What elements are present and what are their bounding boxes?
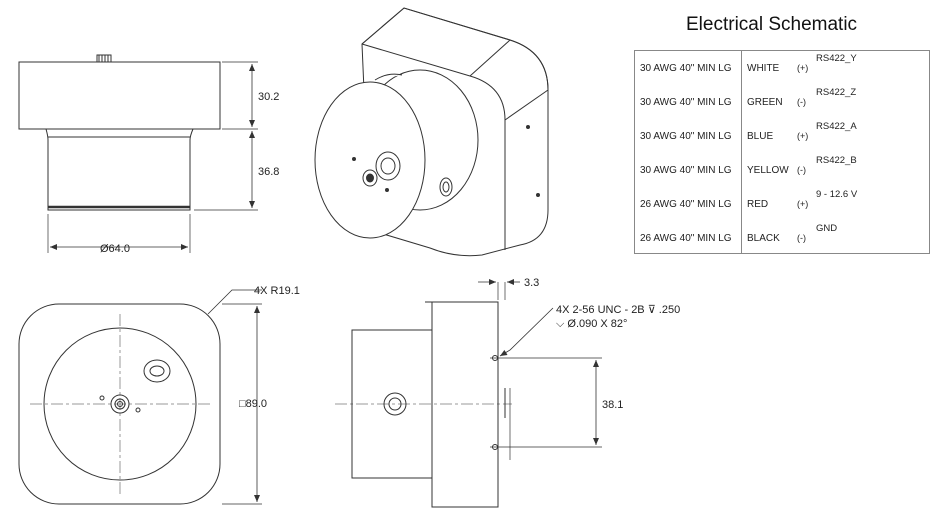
right-view: [335, 279, 602, 508]
side-view: [18, 54, 258, 253]
top-view: [18, 289, 262, 505]
dim-countersink-spec: ⌵ Ø.090 X 82°: [556, 318, 627, 330]
wire-polarity: (+): [797, 131, 809, 141]
wire-gauge: 30 AWG 40" MIN LG: [640, 63, 732, 74]
isometric-view: [314, 7, 549, 257]
wire-color: GREEN: [747, 97, 783, 108]
wire-polarity: (+): [797, 63, 809, 73]
wire-signal: RS422_Z: [816, 87, 857, 98]
schematic-row: 26 AWG 40" MIN LG BLACK (-) GND: [635, 221, 931, 255]
schematic-row: 30 AWG 40" MIN LG GREEN (-) RS422_Z: [635, 85, 931, 119]
dim-hole-spacing: 38.1: [602, 399, 623, 411]
wire-polarity: (-): [797, 233, 806, 243]
wire-signal: RS422_A: [816, 121, 857, 132]
schematic-row: 26 AWG 40" MIN LG RED (+) 9 - 12.6 V: [635, 187, 931, 221]
schematic-row: 30 AWG 40" MIN LG YELLOW (-) RS422_B: [635, 153, 931, 187]
wire-polarity: (+): [797, 199, 809, 209]
wire-gauge: 30 AWG 40" MIN LG: [640, 165, 732, 176]
wire-signal: GND: [816, 223, 838, 234]
dim-hole-spec: 4X 2-56 UNC - 2B ⊽ .250: [556, 304, 680, 316]
wire-color: WHITE: [747, 63, 780, 74]
wire-color: BLACK: [747, 233, 780, 244]
wire-color: RED: [747, 199, 769, 210]
dim-corner-radius: 4X R19.1: [254, 285, 300, 297]
wire-gauge: 26 AWG 40" MIN LG: [640, 233, 732, 244]
dim-offset: 3.3: [524, 277, 539, 289]
wire-polarity: (-): [797, 97, 806, 107]
wire-color: BLUE: [747, 131, 774, 142]
dim-height-top: 30.2: [258, 91, 279, 103]
wire-gauge: 30 AWG 40" MIN LG: [640, 131, 732, 142]
dim-square: □89.0: [239, 398, 267, 410]
wire-signal: RS422_B: [816, 155, 857, 166]
wire-signal: RS422_Y: [816, 53, 857, 64]
dim-diameter: Ø64.0: [100, 243, 130, 255]
wire-gauge: 30 AWG 40" MIN LG: [640, 97, 732, 108]
schematic-row: 30 AWG 40" MIN LG BLUE (+) RS422_A: [635, 119, 931, 153]
schematic-title: Electrical Schematic: [686, 14, 858, 35]
wire-gauge: 26 AWG 40" MIN LG: [640, 199, 732, 210]
wire-color: YELLOW: [747, 165, 789, 176]
schematic-row: 30 AWG 40" MIN LG WHITE (+) RS422_Y: [635, 51, 931, 85]
wire-signal: 9 - 12.6 V: [816, 189, 858, 200]
schematic-table: 30 AWG 40" MIN LG WHITE (+) RS422_Y 30 A…: [634, 50, 930, 254]
dim-height-base: 36.8: [258, 166, 279, 178]
wire-polarity: (-): [797, 165, 806, 175]
